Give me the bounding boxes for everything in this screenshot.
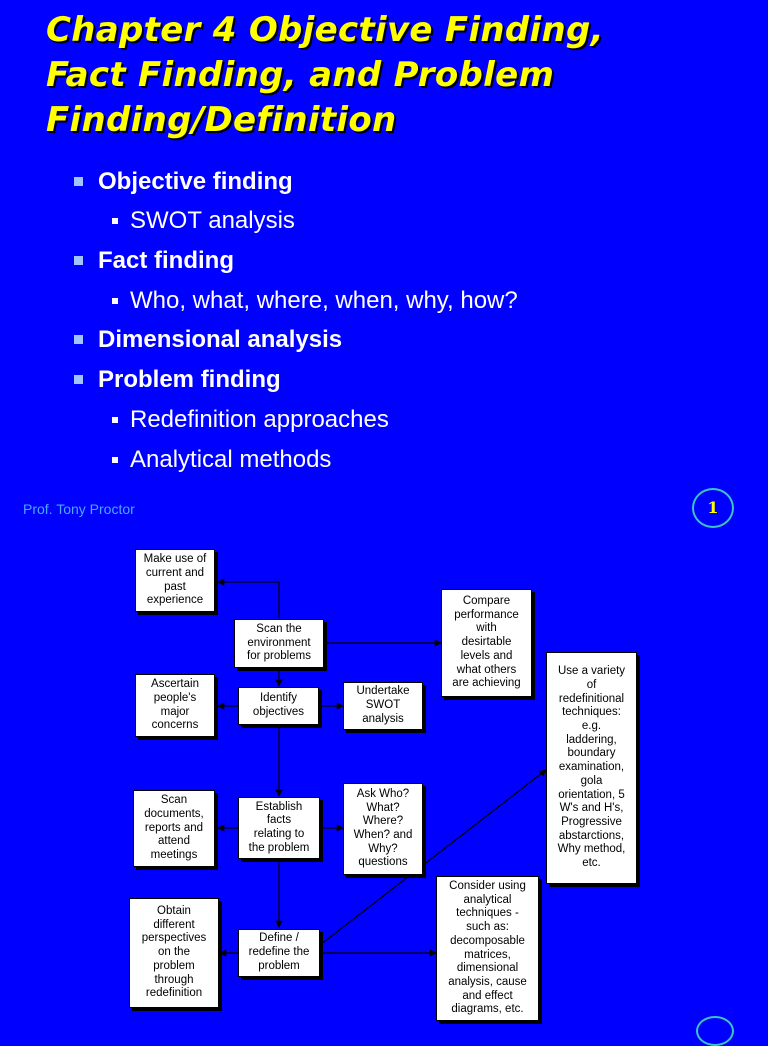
flow-box-establish-facts: Establish facts relating to the problem <box>238 797 320 859</box>
subbullet-analytical: Analytical methods <box>112 446 332 474</box>
flow-box-compare-performance: Compare performance with desirtable leve… <box>441 589 532 697</box>
bullet-text: SWOT analysis <box>130 207 295 234</box>
flow-box-scan-environment: Scan the environment for problems <box>234 619 324 668</box>
flow-box-ask-questions: Ask Who? What? Where? When? and Why? que… <box>343 783 423 875</box>
page-number: 1 <box>707 498 719 517</box>
bullet-dimensional-analysis: Dimensional analysis <box>74 326 343 354</box>
bullet-text: Dimensional analysis <box>98 326 343 353</box>
bullet-square-icon <box>112 218 118 224</box>
bullet-square-icon <box>74 256 83 265</box>
bullet-square-icon <box>74 177 83 186</box>
bullet-text: Analytical methods <box>130 446 332 473</box>
title-line-2: Fact Finding, and Problem <box>46 55 555 95</box>
flow-box-obtain-perspectives: Obtain different perspectives on the pro… <box>129 898 219 1008</box>
page-number-badge: 1 <box>692 488 734 528</box>
bullet-square-icon <box>112 298 118 304</box>
title-line-3: Finding/Definition <box>46 100 397 140</box>
flowchart-connectors <box>217 578 547 957</box>
flow-box-swot: Undertake SWOT analysis <box>343 682 423 730</box>
flow-box-identify-objectives: Identify objectives <box>238 687 319 725</box>
arrow-to-redefinitional <box>319 769 547 946</box>
bullet-text: Problem finding <box>98 366 281 393</box>
bullet-problem-finding: Problem finding <box>74 366 281 394</box>
subbullet-redefinition: Redefinition approaches <box>112 406 389 434</box>
bullet-square-icon <box>74 375 83 384</box>
bullet-fact-finding: Fact finding <box>74 247 234 275</box>
subbullet-swot: SWOT analysis <box>112 207 295 235</box>
subbullet-questions: Who, what, where, when, why, how? <box>112 287 518 315</box>
flow-box-experience: Make use of current and past experience <box>135 549 215 612</box>
flow-box-analytical-techniques: Consider using analytical techniques - s… <box>436 876 539 1021</box>
flow-box-ascertain-concerns: Ascertain people's major concerns <box>135 674 215 737</box>
bullet-text: Objective finding <box>98 168 293 195</box>
bullet-square-icon <box>112 417 118 423</box>
bullet-objective-finding: Objective finding <box>74 168 293 196</box>
bullet-square-icon <box>112 457 118 463</box>
bullet-text: Who, what, where, when, why, how? <box>130 287 518 314</box>
title-line-1: Chapter 4 Objective Finding, <box>46 10 604 50</box>
flow-box-define-problem: Define / redefine the problem <box>238 929 320 977</box>
flow-box-scan-documents: Scan documents, reports and attend meeti… <box>133 790 215 867</box>
author-footer: Prof. Tony Proctor <box>23 501 135 517</box>
bullet-text: Fact finding <box>98 247 234 274</box>
slide-title: Chapter 4 Objective Finding, Fact Findin… <box>46 8 746 143</box>
bullet-square-icon <box>74 335 83 344</box>
bullet-text: Redefinition approaches <box>130 406 389 433</box>
flow-box-redefinitional-techniques: Use a variety of redefinitional techniqu… <box>546 652 637 884</box>
